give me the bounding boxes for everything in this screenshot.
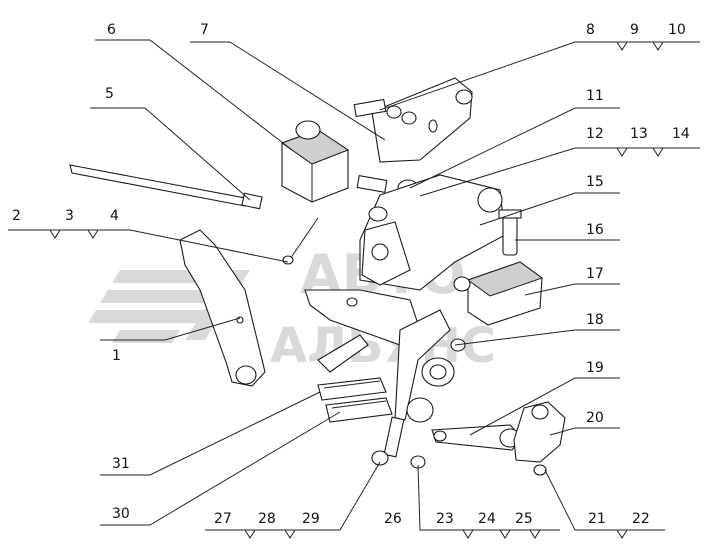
callout-12: 12 — [586, 126, 604, 142]
callout-20: 20 — [586, 410, 604, 426]
callout-14: 14 — [672, 126, 690, 142]
callout-1: 1 — [112, 348, 121, 364]
callout-labels: 1 2 3 4 5 6 7 8 9 10 11 12 13 14 15 16 1… — [12, 22, 690, 527]
parts-assembly — [69, 77, 566, 476]
callout-5: 5 — [105, 86, 114, 102]
callout-9: 9 — [630, 22, 639, 38]
callout-26: 26 — [384, 511, 402, 527]
callout-28: 28 — [258, 511, 276, 527]
callout-18: 18 — [586, 312, 604, 328]
callout-15: 15 — [586, 174, 604, 190]
callout-17: 17 — [586, 266, 604, 282]
callout-4: 4 — [110, 208, 119, 224]
callout-13: 13 — [630, 126, 648, 142]
solenoid-part — [280, 120, 350, 203]
callout-2: 2 — [12, 208, 21, 224]
callout-24: 24 — [478, 511, 496, 527]
lower-bracket-part — [304, 289, 451, 421]
bolt-washer-part — [371, 397, 434, 469]
callout-11: 11 — [586, 88, 604, 104]
callout-19: 19 — [586, 360, 604, 376]
callout-22: 22 — [632, 511, 650, 527]
callout-10: 10 — [668, 22, 686, 38]
lever-part — [179, 229, 266, 387]
springs-part — [317, 377, 393, 423]
callout-16: 16 — [586, 222, 604, 238]
callout-30: 30 — [112, 506, 130, 522]
callout-27: 27 — [214, 511, 232, 527]
rod-part — [69, 164, 263, 210]
callout-8: 8 — [586, 22, 595, 38]
callout-7: 7 — [200, 22, 209, 38]
callout-6: 6 — [107, 22, 116, 38]
callout-23: 23 — [436, 511, 454, 527]
main-frame-part — [359, 174, 506, 291]
cylinder-part — [453, 261, 544, 326]
callout-31: 31 — [112, 456, 130, 472]
link-arm-part — [431, 424, 523, 451]
leader-lines — [8, 39, 700, 539]
callout-25: 25 — [515, 511, 533, 527]
bracket-top-part — [353, 77, 473, 163]
clamp-part — [513, 401, 566, 476]
callout-21: 21 — [588, 511, 606, 527]
callout-29: 29 — [302, 511, 320, 527]
callout-3: 3 — [65, 208, 74, 224]
